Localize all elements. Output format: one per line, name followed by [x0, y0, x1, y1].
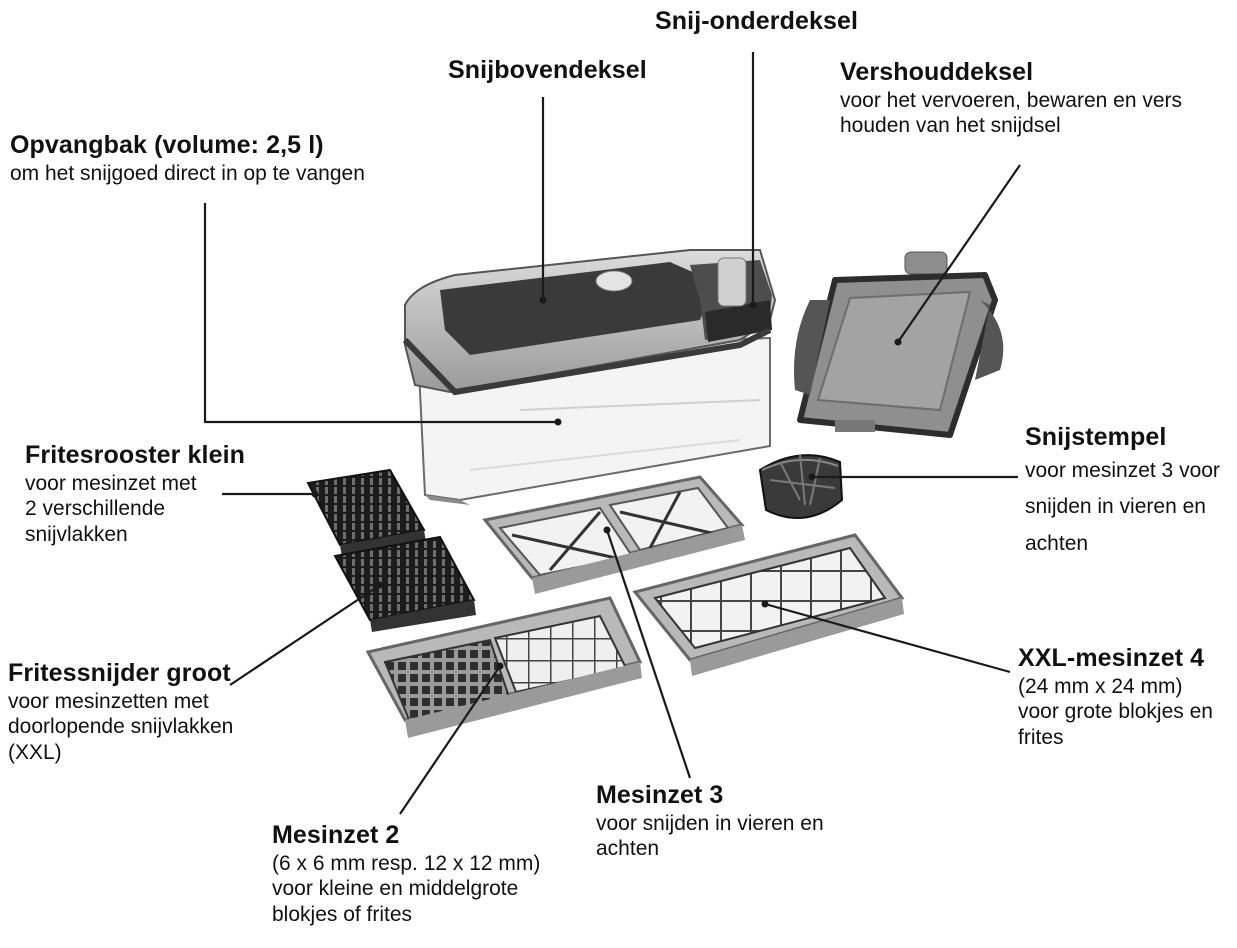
label-mesinzet-2: Mesinzet 2 (6 x 6 mm resp. 12 x 12 mm) v…: [272, 820, 540, 927]
label-description: om het snijgoed direct in op te vangen: [10, 161, 365, 185]
label-fritesrooster-klein: Fritesrooster klein voor mesinzet met 2 …: [25, 440, 245, 547]
label-title: Opvangbak (volume: 2,5 l): [10, 131, 324, 159]
label-title: Snijbovendeksel: [448, 56, 647, 84]
cutting-stamp-shape: [758, 454, 844, 519]
label-description: voor mesinzetten met doorlopende snijvla…: [8, 689, 234, 764]
blade-insert-3-shape: [482, 475, 745, 594]
label-snijstempel: Snijstempel voor mesinzet 3 voor snijden…: [1025, 422, 1220, 563]
label-snij-onderdeksel: Snij-onderdeksel: [655, 6, 858, 37]
label-snijbovendeksel: Snijbovendeksel: [448, 55, 647, 86]
leader-lines: [203, 52, 1021, 815]
label-description: voor mesinzet 3 voor snijden in vieren e…: [1025, 458, 1220, 556]
label-title: Mesinzet 3: [596, 781, 724, 809]
label-xxl-mesinzet-4: XXL-mesinzet 4 (24 mm x 24 mm) voor grot…: [1018, 643, 1213, 750]
storage-lid-shape: [794, 251, 1004, 438]
label-fritessnijder-groot: Fritessnijder groot voor mesinzetten met…: [8, 658, 233, 765]
xxl-blade-insert-4-shape: [632, 533, 905, 676]
label-title: Mesinzet 2: [272, 821, 400, 849]
leader-xxl-mesinzet-4: [764, 602, 1011, 674]
label-vershouddeksel: Vershouddeksel voor het vervoeren, bewar…: [840, 57, 1182, 139]
leader-fritessnijder-groot: [229, 584, 381, 686]
label-title: Fritessnijder groot: [8, 659, 231, 687]
label-title: Fritesrooster klein: [25, 441, 246, 469]
leader-mesinzet-3: [605, 529, 692, 779]
cutting-lid-shape: [402, 249, 777, 396]
label-title: Snij-onderdeksel: [655, 7, 859, 35]
leader-opvangbak: [203, 203, 558, 424]
label-description: voor mesinzet met 2 verschillende snijvl…: [25, 471, 197, 546]
label-title: Snijstempel: [1025, 423, 1167, 451]
label-title: Vershouddeksel: [840, 58, 1034, 86]
label-mesinzet-3: Mesinzet 3 voor snijden in vieren en ach…: [596, 780, 824, 862]
leader-vershouddeksel: [897, 164, 1021, 343]
label-title: XXL-mesinzet 4: [1018, 644, 1205, 672]
label-opvangbak: Opvangbak (volume: 2,5 l) om het snijgoe…: [10, 130, 365, 186]
blade-insert-2-shape: [365, 596, 643, 738]
leader-mesinzet-2: [399, 665, 501, 815]
large-fries-cutter-shape: [333, 535, 476, 632]
label-description: (6 x 6 mm resp. 12 x 12 mm) voor kleine …: [272, 851, 541, 926]
label-description: (24 mm x 24 mm) voor grote blokjes en fr…: [1018, 674, 1213, 749]
label-description: voor het vervoeren, bewaren en vers houd…: [840, 88, 1183, 138]
label-description: voor snijden in vieren en achten: [596, 811, 824, 861]
